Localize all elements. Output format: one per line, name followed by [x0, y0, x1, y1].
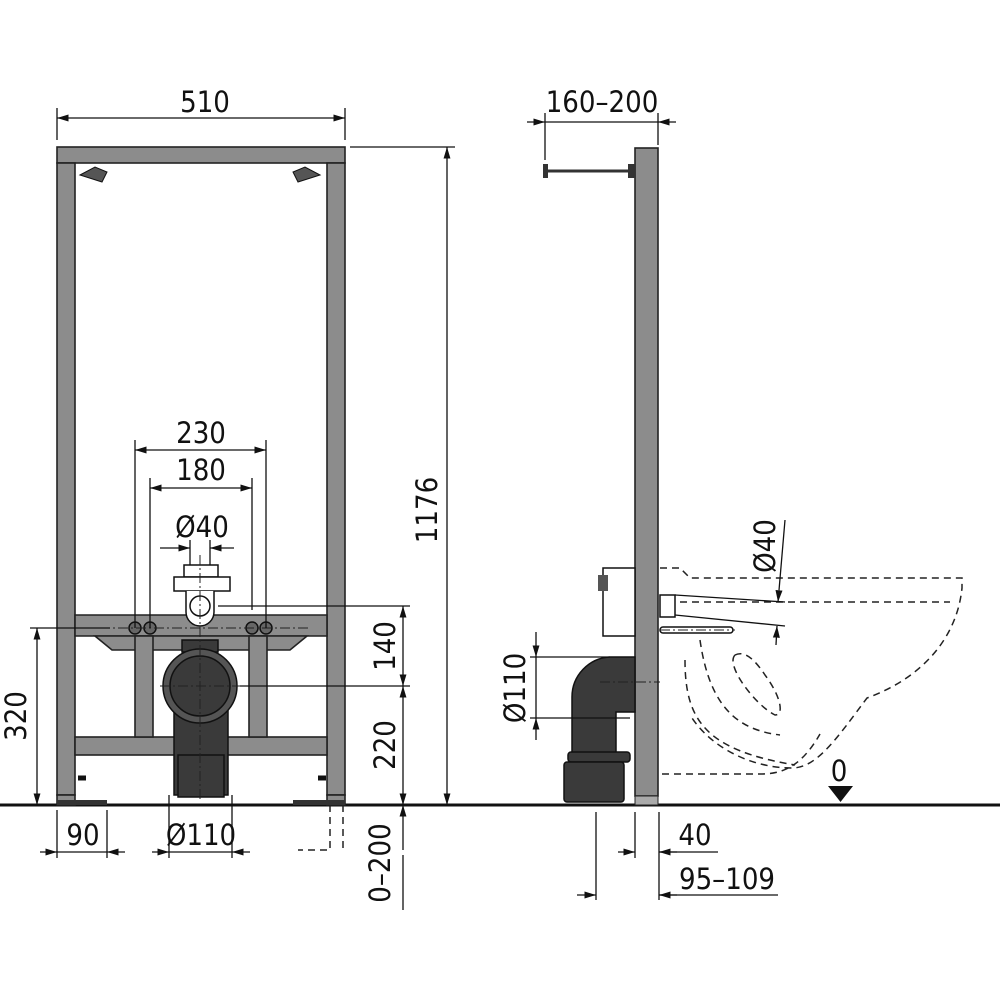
dim-height: 1176 — [410, 477, 444, 543]
dim-inner-connections: 180 — [176, 453, 226, 487]
side-view-frame — [543, 147, 963, 806]
floor-level-marker-icon — [828, 786, 853, 802]
dim-inlet-diameter: Ø40 — [175, 510, 229, 544]
dim-foot-width: 90 — [66, 818, 99, 852]
dim-frame-depth: 40 — [678, 818, 711, 852]
dim-width: 510 — [180, 85, 230, 119]
dim-inlet-above-drain: 140 — [368, 621, 402, 671]
dim-connection-height: 320 — [0, 691, 33, 741]
side-dimension-lines — [527, 113, 853, 900]
dim-drain-offset: 95–109 — [679, 862, 775, 896]
dim-drain-height: 220 — [368, 720, 402, 770]
dim-outer-connections: 230 — [176, 416, 226, 450]
dim-side-inlet-diameter: Ø40 — [748, 519, 782, 573]
front-view-frame — [56, 146, 346, 851]
floor-level-label: 0 — [831, 754, 848, 788]
dim-foot-adjustment: 0–200 — [363, 823, 397, 902]
dim-drain-diameter: Ø110 — [166, 818, 236, 852]
dim-wall-distance: 160–200 — [546, 85, 659, 119]
dim-side-drain-diameter: Ø110 — [498, 653, 532, 723]
front-dimension-lines — [30, 108, 455, 910]
